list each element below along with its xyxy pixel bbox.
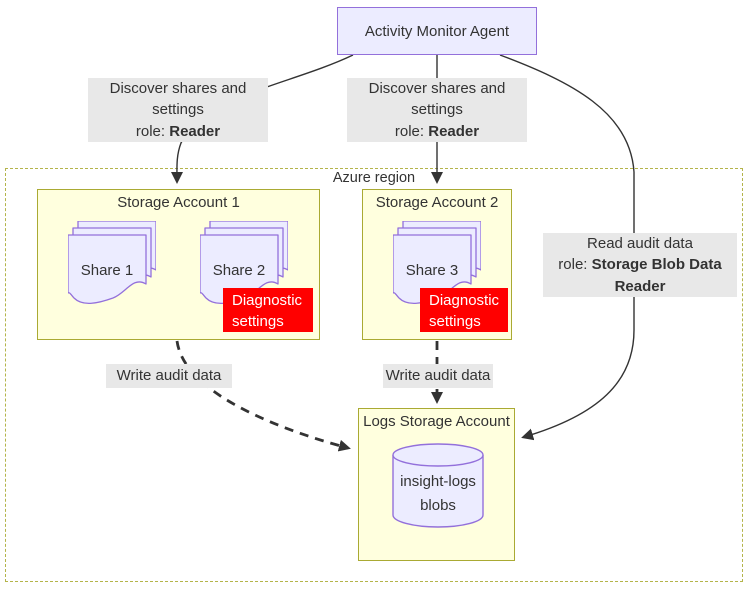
azure-region-container [5,168,743,582]
edge-label-read-audit: Read audit data role: Storage Blob Data … [543,233,737,297]
diagnostic-2-line2: settings [429,313,481,330]
activity-monitor-agent-node: Activity Monitor Agent [337,7,537,55]
share-3-node: Share 3 [392,220,482,306]
discover-right-line1: Discover shares and [368,80,506,97]
blob-store-line1: insight-logs [400,473,476,490]
edge-label-discover-right: Discover shares and settings role: Reade… [347,78,527,142]
azure-region-label: Azure region [332,170,416,186]
discover-right-line2: settings [411,101,463,119]
share-1-label: Share 1 [80,262,134,279]
edge-label-write-audit-right: Write audit data [383,364,493,388]
share-2-label: Share 2 [212,262,266,279]
document-stack-icon [392,220,482,304]
discover-left-line2: settings [152,101,204,119]
insight-logs-blobs-node: insight-logs blobs [392,443,484,528]
database-cylinder-icon [392,443,484,528]
activity-monitor-agent-label: Activity Monitor Agent [364,22,510,40]
discover-left-role: role: Reader [135,122,221,140]
discover-right-role: role: Reader [394,122,480,140]
storage-account-2-title: Storage Account 2 [375,194,499,211]
edge-storage1-to-logs [175,340,351,452]
share-3-label: Share 3 [405,262,459,279]
logs-storage-account-title: Logs Storage Account [363,413,510,430]
read-audit-line1: Read audit data [587,235,693,252]
diagnostic-1-line2: settings [232,313,284,330]
share-2-node: Share 2 [199,220,289,306]
diagnostic-1-line1: Diagnostic [232,292,303,309]
edge-label-write-audit-left: Write audit data [106,364,232,388]
blob-store-line2: blobs [420,497,456,514]
diagnostic-2-line1: Diagnostic [429,292,500,309]
diagnostic-settings-badge-2: Diagnostic settings [420,288,508,332]
document-stack-icon [199,220,289,304]
document-stack-icon [67,220,157,304]
share-1-node: Share 1 [67,220,157,306]
edge-agent-to-logs [499,54,635,441]
discover-left-line1: Discover shares and [109,80,247,97]
edge-label-discover-left: Discover shares and settings role: Reade… [88,78,268,142]
read-audit-role-line2: Reader [614,277,666,295]
diagnostic-settings-badge-1: Diagnostic settings [223,288,313,332]
read-audit-role-line1: role: Storage Blob Data [558,256,722,274]
storage-account-1-title: Storage Account 1 [117,194,240,211]
